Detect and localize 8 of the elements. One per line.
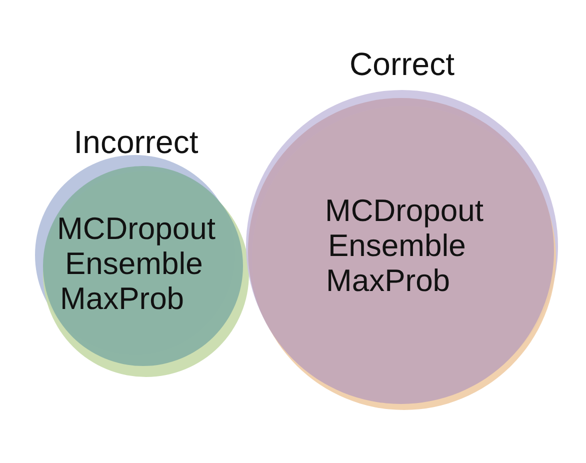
set-label: Ensemble — [328, 229, 466, 264]
set-label: MCDropout — [325, 194, 484, 229]
set-label: MCDropout — [57, 212, 216, 247]
group-title: Incorrect — [74, 124, 198, 161]
set-label: MaxProb — [326, 264, 450, 299]
set-label: MaxProb — [60, 282, 184, 317]
group-title: Correct — [350, 46, 454, 83]
set-label: Ensemble — [65, 247, 203, 282]
